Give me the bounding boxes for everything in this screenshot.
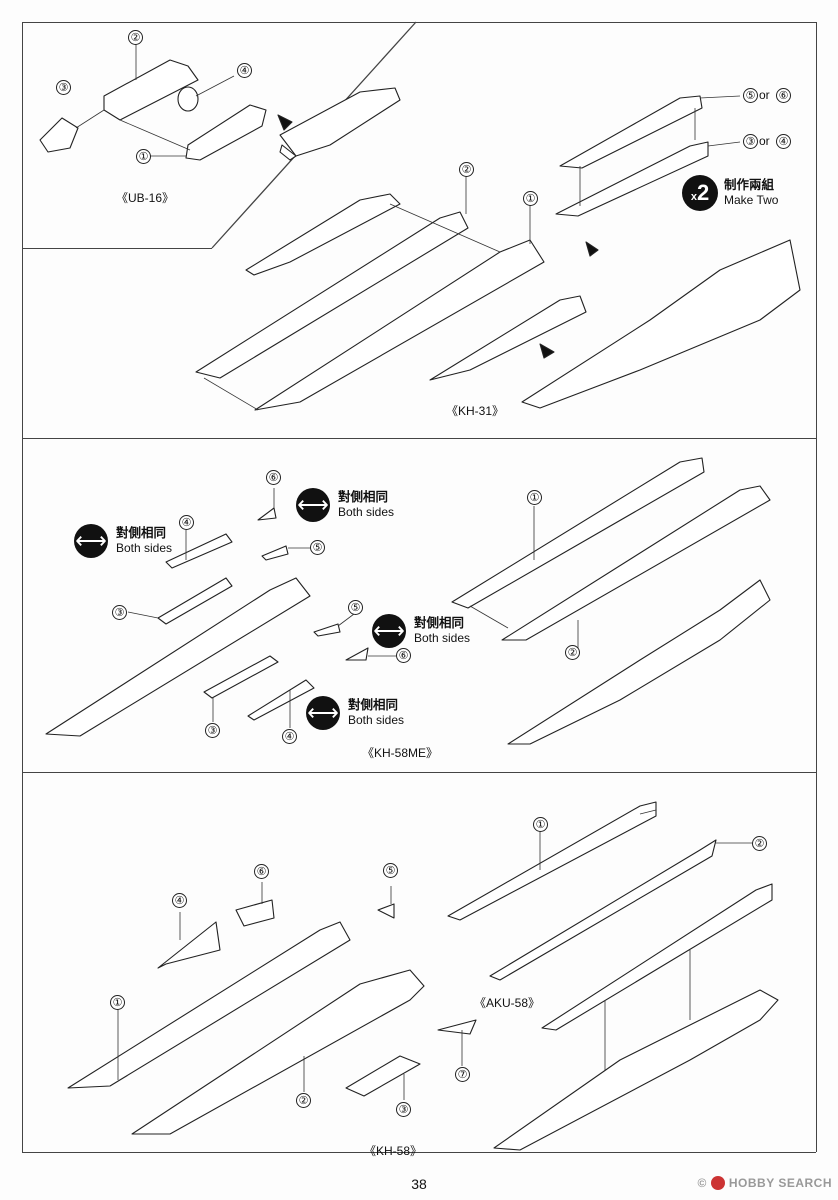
kh58me-divider [22, 772, 816, 773]
down-arrow-icon [585, 241, 599, 257]
part-callout: ③ [205, 723, 220, 738]
right-border [816, 22, 817, 1152]
make-two-en: Make Two [724, 193, 779, 207]
part-callout: ② [752, 836, 767, 851]
both-sides-en: Both sides [414, 631, 471, 645]
double-arrow-icon: ⟷ [306, 696, 340, 730]
kh31-drawing [195, 95, 801, 411]
part-callout: ⑦ [455, 1067, 470, 1082]
part-callout: ⑥ [266, 470, 281, 485]
part-callout: ① [110, 995, 125, 1010]
make-two-zh: 制作兩組 [724, 178, 775, 192]
both-sides-zh: 對側相同 [116, 526, 167, 540]
watermark-brand: HOBBY SEARCH [728, 1176, 832, 1190]
part-callout: ② [296, 1093, 311, 1108]
watermark: © HOBBY SEARCH [698, 1176, 832, 1190]
part-callout: ③ [112, 605, 127, 620]
both-sides-zh: 對側相同 [338, 490, 389, 504]
part-callout: ⑤ [743, 88, 758, 103]
part-callout: ⑥ [776, 88, 791, 103]
kh31-divider [22, 438, 816, 439]
down-arrow-icon [539, 343, 555, 359]
double-arrow-icon: ⟷ [372, 614, 406, 648]
ub16-left-border [22, 22, 23, 248]
part-callout: ⑤ [383, 863, 398, 878]
part-callout: ② [128, 30, 143, 45]
part-callout: ③ [56, 80, 71, 95]
both-sides-zh: 對側相同 [348, 698, 399, 712]
double-arrow-icon: ⟷ [296, 488, 330, 522]
both-sides-en: Both sides [116, 541, 173, 555]
aku58-label: 《AKU-58》 [474, 996, 541, 1010]
part-callout: ⑥ [254, 864, 269, 879]
part-callout: ⑤ [348, 600, 363, 615]
page-number: 38 [411, 1176, 427, 1192]
or-text: or [759, 88, 770, 102]
kh31-label: 《KH-31》 [446, 404, 505, 418]
part-callout: ⑥ [396, 648, 411, 663]
kh58-label: 《KH-58》 [364, 1144, 423, 1158]
part-callout: ⑤ [310, 540, 325, 555]
part-callout: ① [136, 149, 151, 164]
part-callout: ④ [776, 134, 791, 149]
part-callout: ① [527, 490, 542, 505]
part-callout: ④ [179, 515, 194, 530]
watermark-mark: © [697, 1176, 707, 1190]
part-callout: ② [459, 162, 474, 177]
kh58-drawing [67, 801, 779, 1151]
both-sides-en: Both sides [338, 505, 395, 519]
both-sides-en: Both sides [348, 713, 405, 727]
down-arrow-icon [277, 114, 293, 131]
part-callout: ① [533, 817, 548, 832]
bottom-border [22, 1152, 816, 1153]
left-border [22, 248, 23, 1152]
kh58me-drawing [45, 457, 771, 745]
part-callout: ④ [282, 729, 297, 744]
part-callout: ③ [396, 1102, 411, 1117]
part-callout: ③ [743, 134, 758, 149]
or-text: or [759, 134, 770, 148]
double-arrow-icon: ⟷ [74, 524, 108, 558]
ub16-label: 《UB-16》 [116, 191, 175, 205]
kh58me-label: 《KH-58ME》 [362, 746, 439, 760]
ub16-pod-drawing [39, 59, 401, 161]
top-border [22, 22, 816, 23]
part-callout: ④ [172, 893, 187, 908]
both-sides-zh: 對側相同 [414, 616, 465, 630]
hobby-search-logo-icon [710, 1176, 725, 1190]
part-callout: ① [523, 191, 538, 206]
ub16-divider [22, 248, 212, 249]
part-callout: ④ [237, 63, 252, 78]
part-callout: ② [565, 645, 580, 660]
